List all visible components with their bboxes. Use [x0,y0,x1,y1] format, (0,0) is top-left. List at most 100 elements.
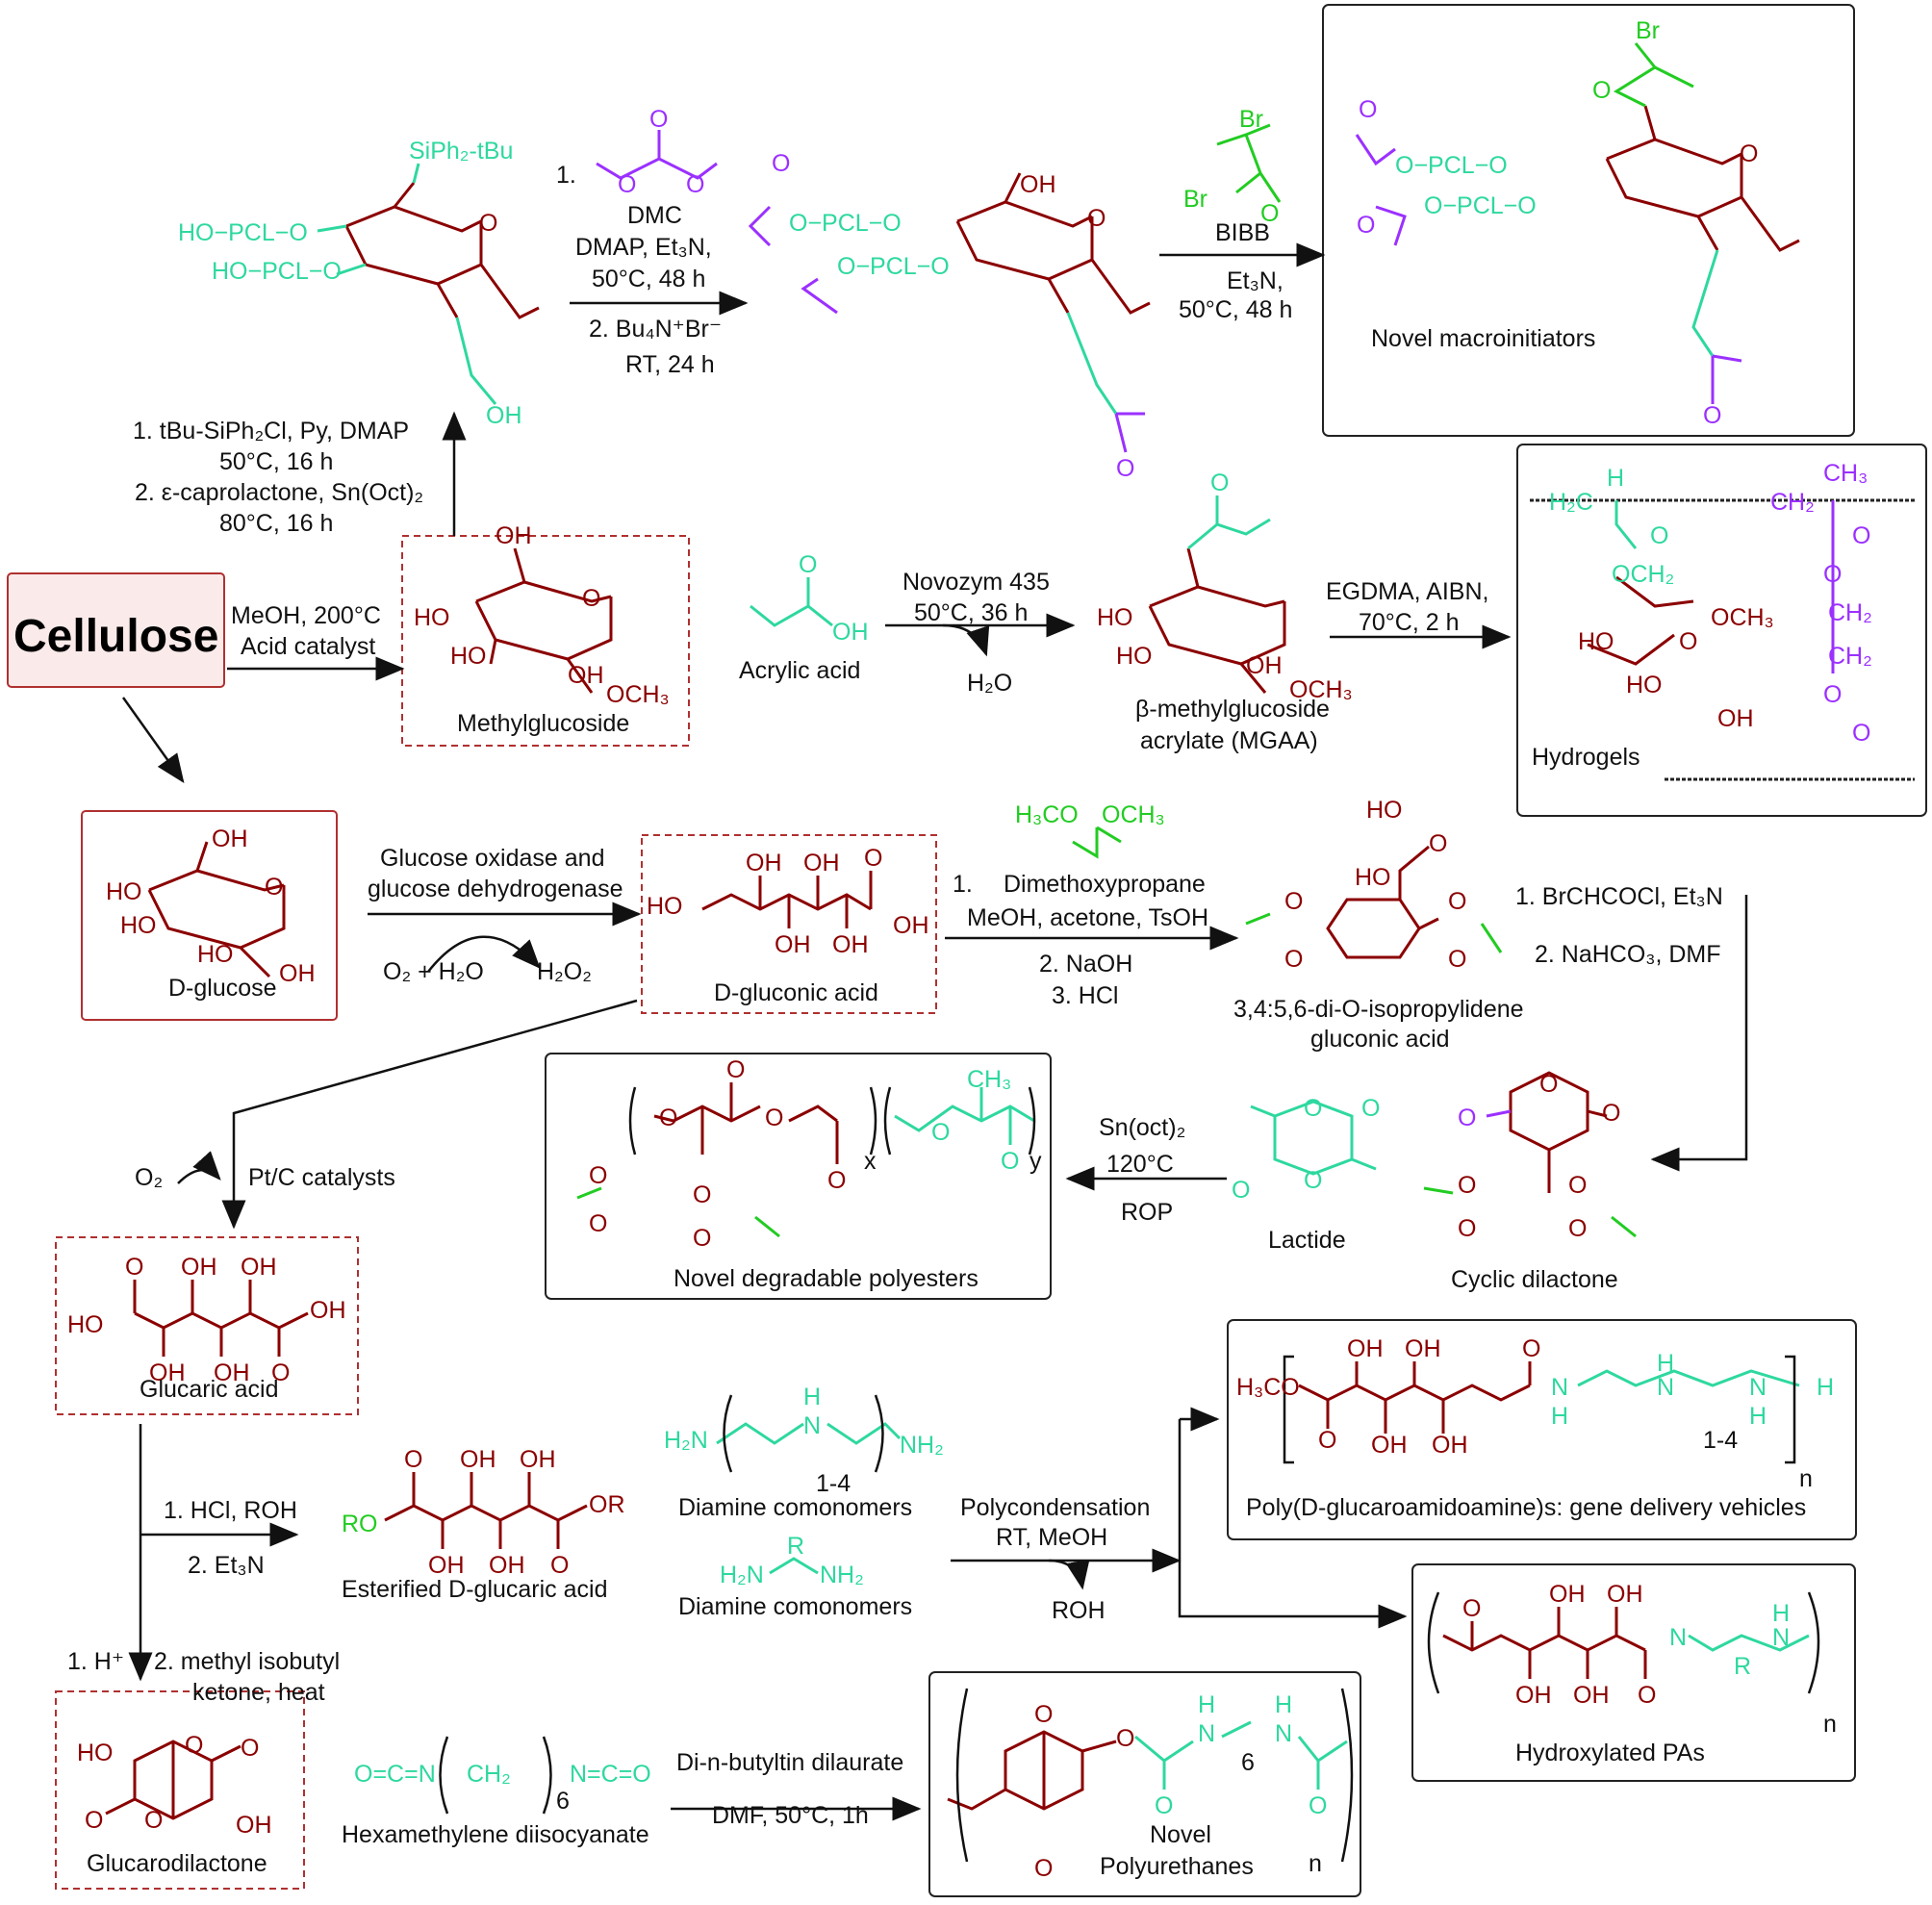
svg-text:OH: OH [1020,171,1056,198]
svg-text:O: O [479,210,497,237]
svg-text:y: y [1030,1148,1042,1175]
svg-text:O: O [1304,1167,1322,1194]
svg-text:N: N [1275,1720,1292,1747]
silylation-cond-3: 2. ε-caprolactone, Sn(Oct)₂ [135,479,423,506]
oxidase-cond-3: O₂ + H₂O [383,958,484,985]
svg-text:O: O [649,106,668,133]
svg-text:CH₂: CH₂ [1770,489,1815,516]
polyesters-box [545,1053,1052,1300]
svg-text:O: O [1679,628,1697,655]
svg-text:CH₂: CH₂ [1828,599,1872,626]
svg-text:x: x [864,1148,877,1175]
dmc-cond-3: DMAP, Et₃N, [575,234,712,261]
acrylic-acid-label: Acrylic acid [739,657,860,684]
polyurethane-structure: O O O H N H N O O 6 n [947,1688,1354,1882]
svg-text:OH: OH [1515,1682,1552,1709]
svg-text:O: O [686,171,704,198]
svg-text:O: O [1304,1095,1322,1122]
svg-text:OH: OH [310,1297,346,1324]
svg-text:HO−PCL−O: HO−PCL−O [178,219,308,246]
oxidase-cond-1: Glucose oxidase and [380,845,604,872]
svg-text:OH: OH [568,662,604,689]
svg-text:O: O [550,1552,569,1579]
svg-text:O: O [1284,888,1303,915]
svg-text:O=C=N: O=C=N [354,1761,436,1788]
svg-text:O: O [1361,1095,1380,1122]
svg-text:1-4: 1-4 [1703,1427,1738,1454]
svg-text:OH: OH [496,522,532,549]
cyclic-dilactone-structure: O O O O O O O [1423,1071,1637,1242]
svg-text:O: O [1210,470,1229,496]
dmc-cond-5: 2. Bu₄N⁺Br⁻ [589,316,722,343]
svg-text:O: O [1034,1701,1053,1728]
isopropylidene-label-1: 3,4:5,6-di-O-isopropylidene [1233,996,1524,1023]
svg-text:HO: HO [1366,797,1403,824]
hydroxylated-pas-label: Hydroxylated PAs [1515,1740,1705,1766]
svg-text:HO: HO [197,941,234,968]
dmc-cond-2: DMC [627,202,682,229]
svg-text:CH₂: CH₂ [467,1761,511,1788]
dbtdl-cond-2: DMF, 50°C, 1h [712,1802,869,1829]
cyclic-dilactone-label: Cyclic dilactone [1451,1266,1618,1293]
glucarodilactone-structure: HO O O O O OH [77,1732,272,1839]
svg-text:O: O [1448,888,1466,915]
svg-text:6: 6 [556,1788,570,1815]
svg-text:n: n [1309,1850,1322,1877]
svg-text:H₂N: H₂N [664,1427,708,1454]
d-glucose-box [81,810,338,1021]
svg-text:O: O [1260,200,1279,227]
svg-text:O: O [1001,1148,1019,1175]
svg-text:NH₂: NH₂ [820,1562,864,1588]
cellulose-cond-1: MeOH, 200°C [231,602,381,629]
bibb-cond-1: BIBB [1215,219,1270,246]
dimethoxypropane-label: Dimethoxypropane [1004,871,1206,898]
svg-text:H₂N: H₂N [720,1562,764,1588]
mgaa-label-2: acrylate (MGAA) [1140,727,1318,754]
svg-text:OH: OH [1371,1432,1408,1459]
svg-text:OH: OH [1717,705,1754,732]
svg-text:H: H [803,1384,821,1410]
svg-text:OH: OH [428,1552,465,1579]
svg-text:O: O [1823,681,1842,708]
d-glucose-label: D-glucose [168,975,277,1002]
svg-text:H: H [1275,1691,1292,1718]
svg-text:H: H [1749,1403,1767,1430]
svg-text:Br: Br [1636,17,1660,44]
dimethoxy-cond-3: 2. NaOH [1039,951,1132,978]
novozym-cond-2: 50°C, 36 h [914,599,1028,626]
svg-text:OH: OH [1405,1335,1441,1362]
svg-text:O−PCL−O: O−PCL−O [1424,192,1537,219]
svg-text:OH: OH [1246,652,1283,679]
svg-text:HO: HO [450,643,487,670]
svg-text:OR: OR [589,1491,625,1518]
svg-text:H: H [1607,465,1624,492]
hydroxylated-pa-structure: O OH OH OH OH O N R H N n [1427,1581,1837,1738]
svg-text:HO: HO [1097,604,1133,631]
diamine-1-structure: H₂N H N NH₂ 1-4 [664,1384,944,1497]
cellulose-cond-2: Acid catalyst [241,633,375,660]
svg-text:O: O [1568,1172,1587,1199]
svg-text:SiPh₂-tBu: SiPh₂-tBu [409,138,513,165]
svg-text:OH: OH [214,1359,250,1386]
macroinitiators-label: Novel macroinitiators [1371,325,1595,352]
dimethoxypropane-structure: H₃CO OCH₃ [1015,801,1165,859]
novozym-cond-3: H₂O [967,670,1012,697]
svg-text:OH: OH [1573,1682,1610,1709]
polyurethanes-label-2: Polyurethanes [1100,1853,1254,1880]
glucaric-acid-label: Glucaric acid [140,1376,279,1403]
svg-text:O: O [659,1105,677,1131]
svg-text:O: O [864,845,882,872]
rop-cond-2: 120°C [1106,1151,1174,1178]
svg-text:O: O [827,1167,846,1194]
d-gluconic-acid-label: D-gluconic acid [714,979,878,1006]
ptc-cond-2: Pt/C catalysts [248,1164,395,1191]
svg-text:O: O [765,1105,783,1131]
esterified-glucaric-acid-structure: RO O OH OH OH OH O OR [342,1446,625,1579]
svg-text:R: R [1734,1653,1751,1680]
hydrogels-box [1516,444,1927,817]
svg-text:OH: OH [1432,1432,1468,1459]
d-glucose-structure: OH HO HO HO OH O [106,826,316,987]
svg-text:N=C=O: N=C=O [570,1761,651,1788]
lactonize-cond-1: 1. H⁺ [67,1648,124,1675]
hydrogels-label: Hydrogels [1532,744,1640,771]
